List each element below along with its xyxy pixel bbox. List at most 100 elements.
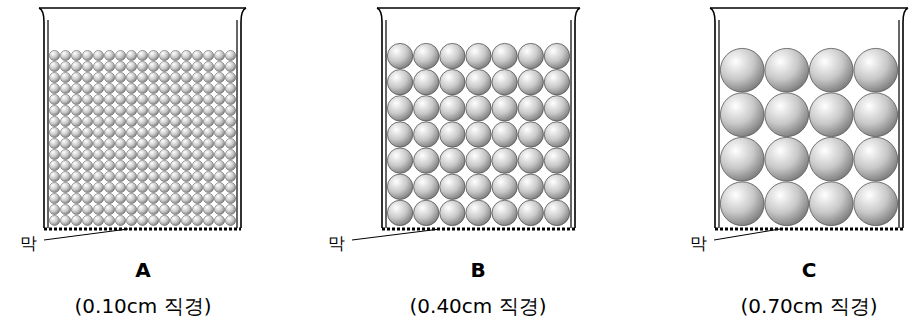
bead <box>115 50 125 60</box>
bead <box>104 204 114 214</box>
bead <box>93 105 103 115</box>
bead <box>387 148 412 173</box>
bead <box>93 182 103 192</box>
bead <box>225 94 235 104</box>
bead <box>137 182 147 192</box>
bead <box>203 50 213 60</box>
bead <box>192 105 202 115</box>
bead <box>192 83 202 93</box>
bead <box>492 122 517 147</box>
bead <box>60 72 70 82</box>
bead <box>192 61 202 71</box>
bead <box>225 105 235 115</box>
bead <box>115 193 125 203</box>
bead <box>137 204 147 214</box>
beaker-inner-wall <box>718 20 719 228</box>
bead <box>137 160 147 170</box>
bead <box>104 171 114 181</box>
bead <box>203 72 213 82</box>
bead <box>148 160 158 170</box>
bead <box>544 96 569 121</box>
beaker-rim <box>39 7 246 9</box>
bead <box>104 193 114 203</box>
bead <box>214 72 224 82</box>
bead <box>159 72 169 82</box>
bead <box>71 204 81 214</box>
bead <box>60 83 70 93</box>
bead <box>414 148 439 173</box>
bead <box>126 83 136 93</box>
bead <box>440 96 465 121</box>
bead <box>192 116 202 126</box>
bead <box>126 72 136 82</box>
leader-line <box>714 229 780 240</box>
bead <box>148 83 158 93</box>
bead <box>214 94 224 104</box>
bead <box>159 61 169 71</box>
bead <box>137 83 147 93</box>
membrane-label: 막 <box>20 234 37 253</box>
bead <box>225 138 235 148</box>
bead <box>82 105 92 115</box>
membrane-label: 막 <box>690 234 707 253</box>
bead <box>137 72 147 82</box>
bead <box>203 160 213 170</box>
bead <box>148 116 158 126</box>
bead <box>170 160 180 170</box>
bead <box>82 127 92 137</box>
bead <box>93 116 103 126</box>
bead <box>214 83 224 93</box>
diameter-caption: (0.10cm 직경) <box>75 295 212 317</box>
bead <box>49 193 59 203</box>
bead <box>225 149 235 159</box>
bead <box>71 138 81 148</box>
bead <box>115 138 125 148</box>
bead <box>93 149 103 159</box>
bead <box>148 204 158 214</box>
bead <box>49 171 59 181</box>
bead <box>60 105 70 115</box>
bead <box>115 72 125 82</box>
bead <box>104 138 114 148</box>
bead <box>170 105 180 115</box>
beaker-letter: A <box>135 259 150 281</box>
bead <box>170 83 180 93</box>
bead <box>82 193 92 203</box>
bead <box>93 50 103 60</box>
bead <box>104 182 114 192</box>
bead <box>137 105 147 115</box>
bead <box>104 116 114 126</box>
bead <box>148 61 158 71</box>
bead <box>60 160 70 170</box>
bead <box>82 149 92 159</box>
membrane <box>715 228 903 231</box>
bead <box>181 127 191 137</box>
bead <box>492 200 517 225</box>
bead <box>214 193 224 203</box>
bead <box>60 138 70 148</box>
bead <box>854 48 898 92</box>
bead <box>82 116 92 126</box>
bead <box>93 160 103 170</box>
bead <box>148 182 158 192</box>
bead <box>137 215 147 225</box>
bead <box>159 171 169 181</box>
bead <box>60 61 70 71</box>
bead <box>115 215 125 225</box>
bead <box>203 138 213 148</box>
bead <box>225 61 235 71</box>
bead <box>854 182 898 226</box>
bead <box>544 174 569 199</box>
diameter-caption: (0.70cm 직경) <box>741 295 878 317</box>
bead <box>93 72 103 82</box>
bead <box>809 182 853 226</box>
bead <box>809 48 853 92</box>
bead <box>466 70 491 95</box>
bead <box>126 61 136 71</box>
bead <box>466 174 491 199</box>
bead <box>49 116 59 126</box>
bead <box>203 149 213 159</box>
beaker-inner-wall <box>385 20 386 228</box>
bead <box>60 182 70 192</box>
bead <box>126 204 136 214</box>
